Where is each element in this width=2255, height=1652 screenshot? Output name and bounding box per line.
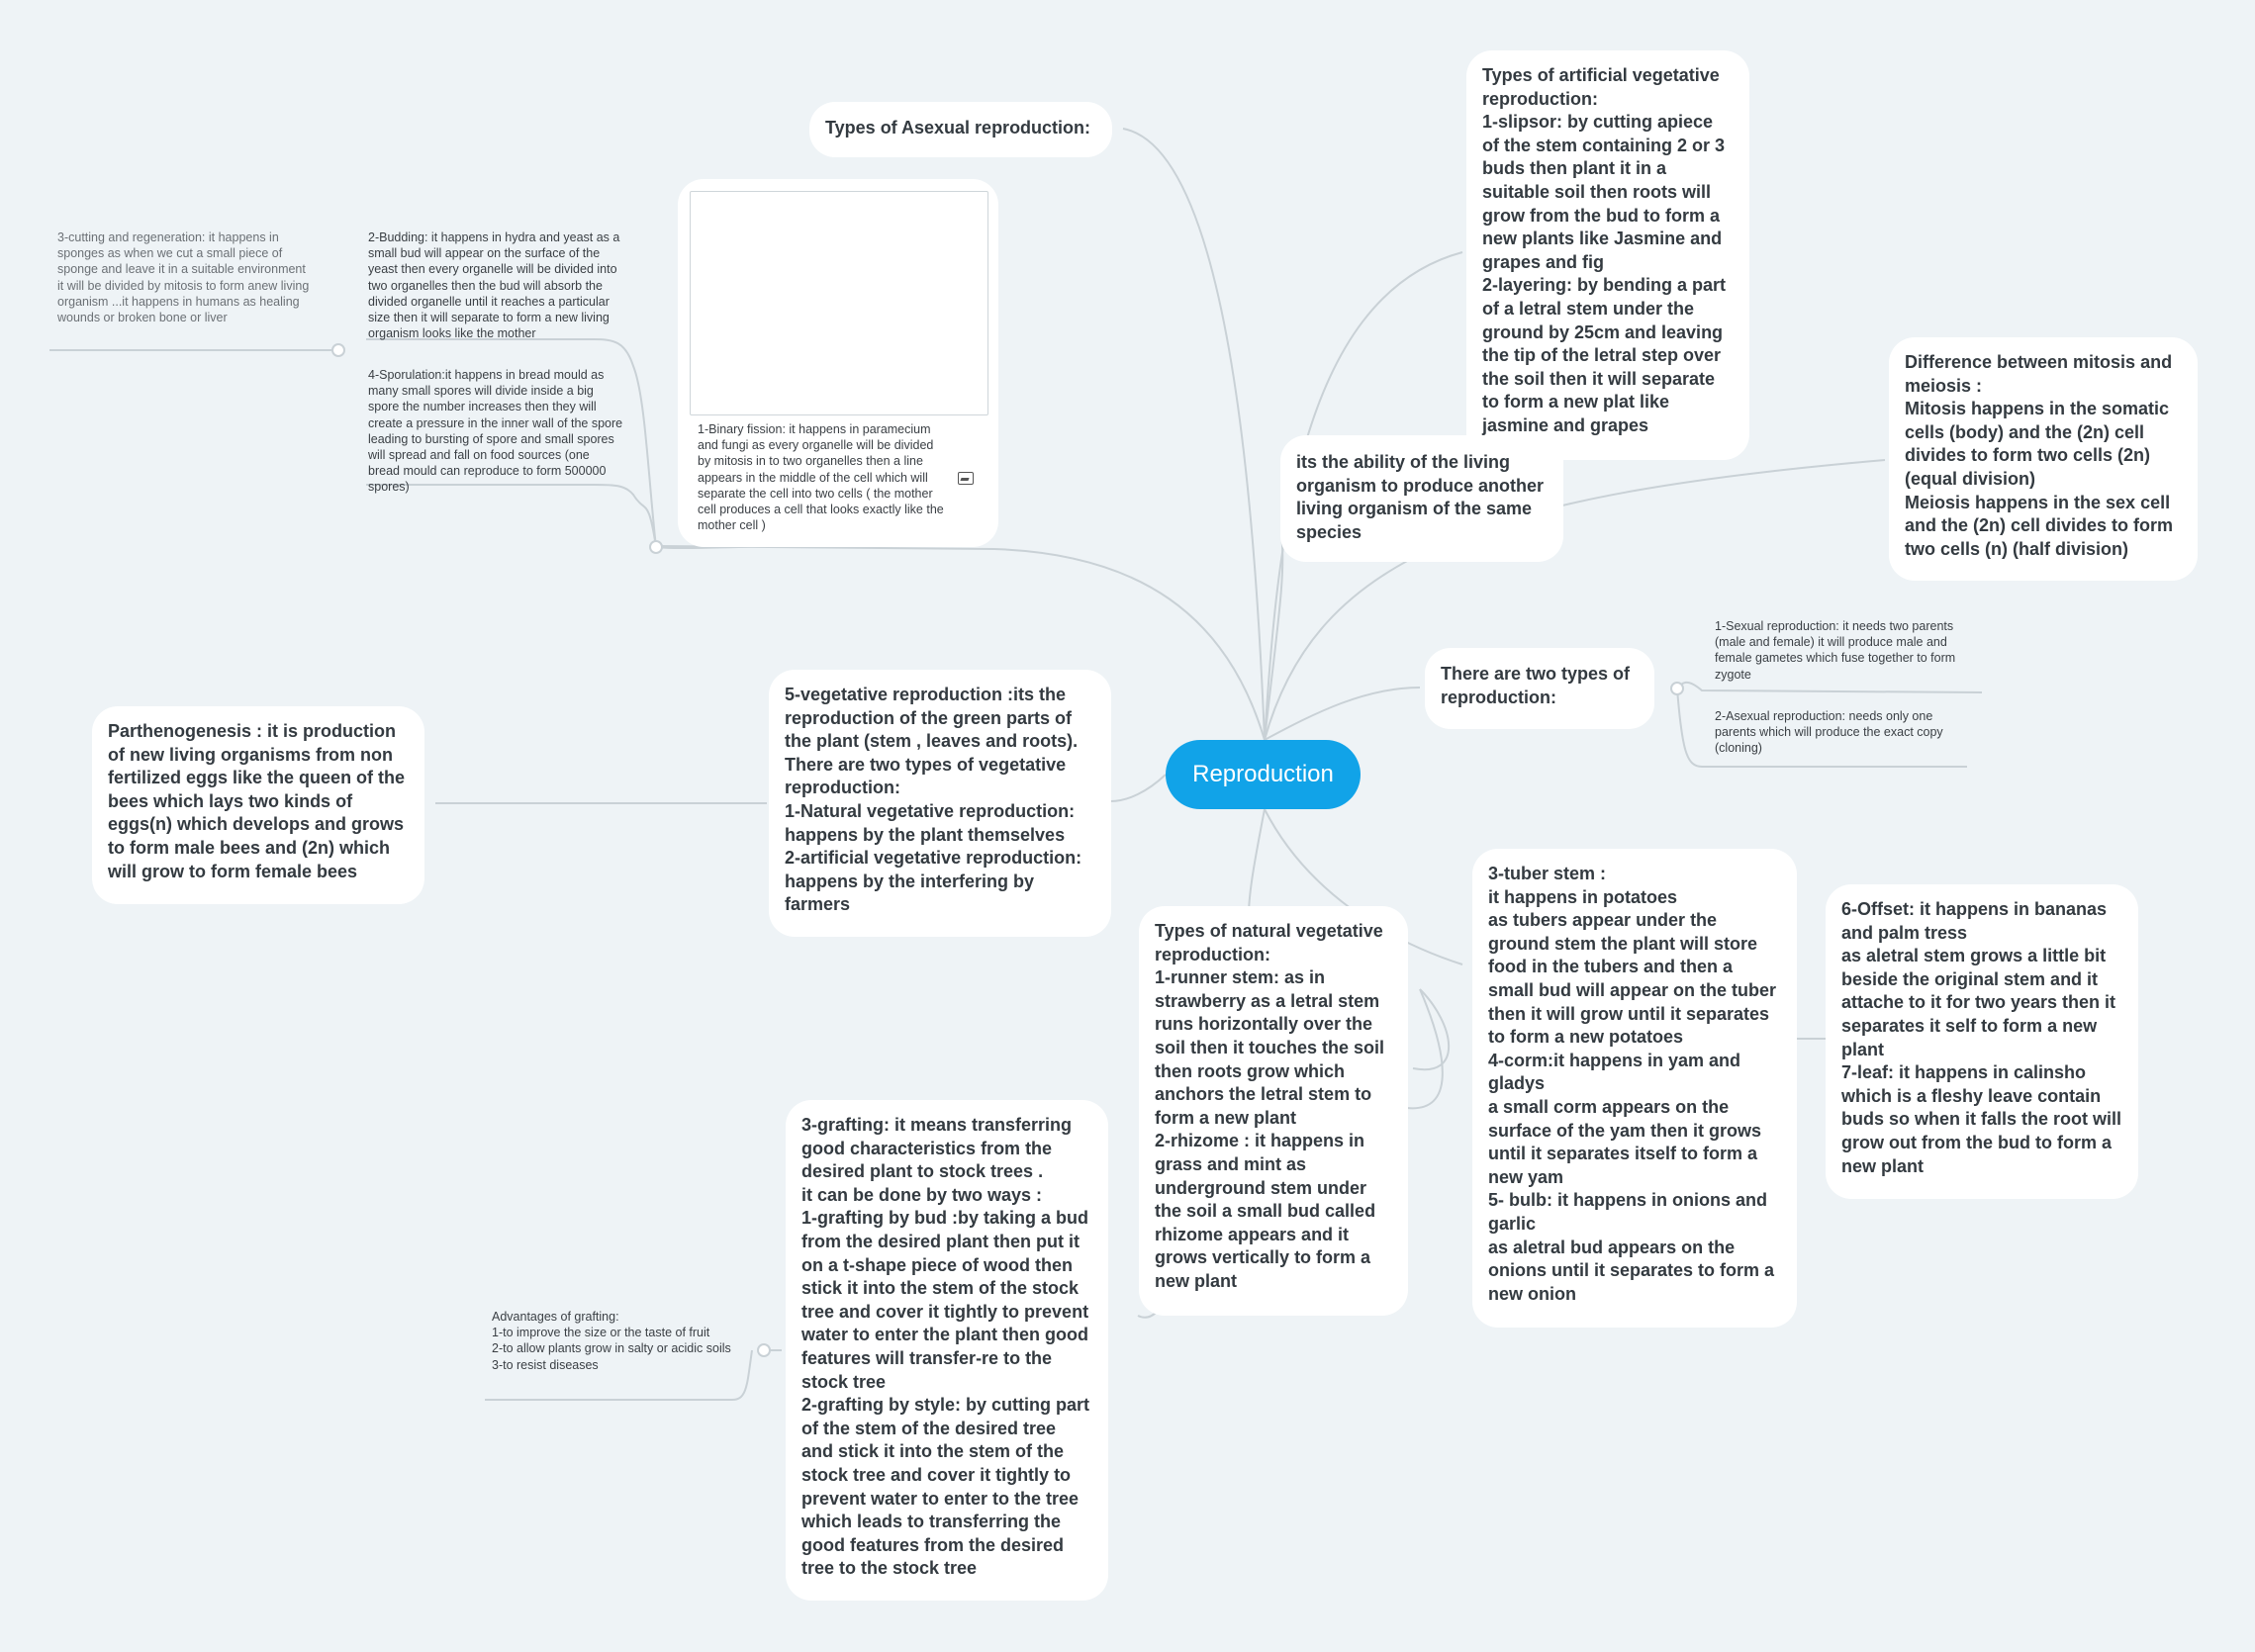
node-offset-leaf[interactable]: 6-Offset: it happens in bananas and palm… — [1826, 884, 2138, 1199]
node-natural-types[interactable]: Types of natural vegetative reproduction… — [1139, 906, 1408, 1316]
node-sexual-reproduction[interactable]: 1-Sexual reproduction: it needs two pare… — [1715, 619, 1956, 682]
node-parthenogenesis[interactable]: Parthenogenesis : it is production of ne… — [92, 706, 424, 904]
node-tuber-corm-bulb[interactable]: 3-tuber stem : it happens in potatoes as… — [1472, 849, 1797, 1328]
image-icon[interactable] — [958, 472, 974, 485]
node-asexual-types[interactable]: Types of Asexual reproduction: — [809, 102, 1112, 157]
node-definition[interactable]: its the ability of the living organism t… — [1280, 435, 1563, 562]
broken-image — [690, 191, 988, 415]
node-vegetative-reproduction[interactable]: 5-vegetative reproduction :its the repro… — [769, 670, 1111, 937]
node-two-types[interactable]: There are two types of reproduction: — [1425, 648, 1654, 729]
node-asexual-reproduction[interactable]: 2-Asexual reproduction: needs only one p… — [1715, 709, 1943, 756]
node-mitosis-meiosis[interactable]: Difference between mitosis and meiosis :… — [1889, 337, 2198, 581]
node-sporulation[interactable]: 4-Sporulation:it happens in bread mould … — [368, 368, 623, 495]
root-topic[interactable]: Reproduction — [1166, 740, 1361, 809]
node-grafting[interactable]: 3-grafting: it means transferring good c… — [786, 1100, 1108, 1601]
binary-fission-text: 1-Binary fission: it happens in parameci… — [698, 422, 944, 533]
node-grafting-advantages[interactable]: Advantages of grafting: 1-to improve the… — [492, 1310, 731, 1372]
node-budding[interactable]: 2-Budding: it happens in hydra and yeast… — [368, 230, 620, 341]
node-cutting-regeneration[interactable]: 3-cutting and regeneration: it happens i… — [57, 230, 310, 325]
node-artificial-types[interactable]: Types of artificial vegetative reproduct… — [1466, 50, 1749, 460]
